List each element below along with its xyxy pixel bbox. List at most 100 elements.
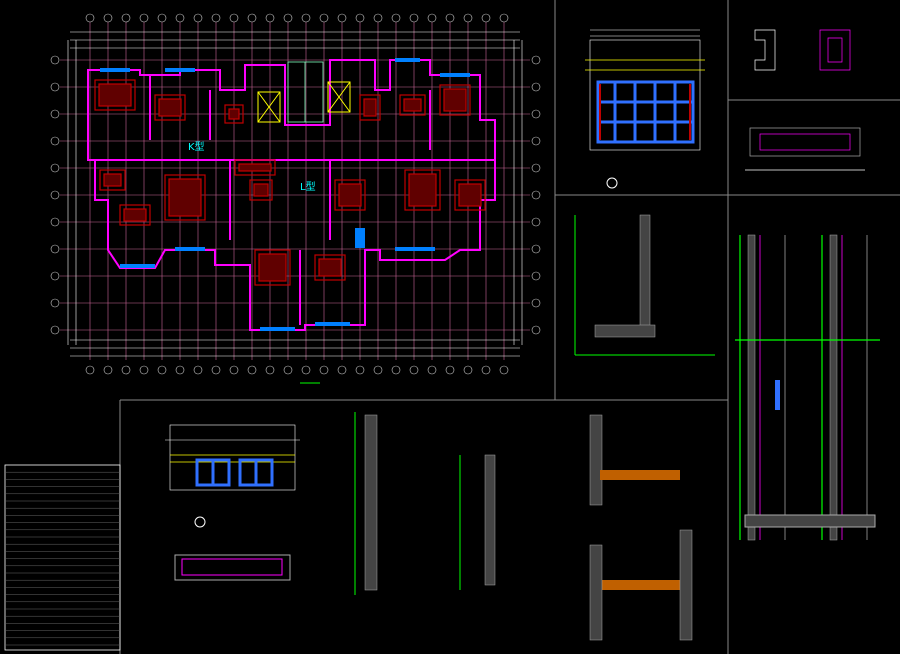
wall-sections[interactable] — [354, 214, 880, 641]
axis-bubble — [50, 244, 60, 254]
axis-bubble — [50, 163, 60, 173]
wall-hatch — [484, 454, 496, 586]
axis-bubble — [481, 13, 491, 23]
legend-table — [4, 464, 121, 651]
furniture-block — [98, 83, 132, 107]
axis-bubble — [463, 13, 473, 23]
furniture-block — [443, 88, 467, 112]
axis-bubble — [373, 13, 383, 23]
axis-bubble — [103, 365, 113, 375]
axis-bubble — [319, 365, 329, 375]
axis-bubble — [211, 365, 221, 375]
furniture-block — [154, 94, 186, 121]
axis-bubble — [319, 13, 329, 23]
axis-bubble — [531, 163, 541, 173]
axis-bubble — [50, 109, 60, 119]
axis-bubble — [50, 136, 60, 146]
windows — [100, 58, 470, 331]
axis-bubble — [427, 13, 437, 23]
axis-bubble — [211, 13, 221, 23]
furniture-block — [359, 94, 381, 121]
axis-bubble — [247, 365, 257, 375]
furniture-block — [224, 104, 244, 124]
axis-bubble — [355, 365, 365, 375]
axis-bubble — [157, 365, 167, 375]
plan-axis-grid — [50, 13, 541, 375]
furniture-block — [238, 163, 272, 172]
axis-bubble — [409, 365, 419, 375]
axis-bubble — [531, 136, 541, 146]
sheet-frame — [119, 0, 900, 654]
furniture-block — [119, 204, 151, 226]
elevation-detail-2[interactable] — [165, 424, 300, 581]
unit-label-l: L型 — [300, 180, 316, 193]
furniture-block — [404, 169, 441, 211]
furniture-block — [318, 258, 342, 277]
axis-bubble — [175, 13, 185, 23]
axis-bubble — [531, 217, 541, 227]
stair — [287, 61, 324, 123]
axis-bubble — [499, 365, 509, 375]
axis-bubble — [445, 365, 455, 375]
floor-plan[interactable]: K型 L型 — [50, 13, 541, 384]
furniture-block — [363, 98, 377, 117]
axis-bubble — [103, 13, 113, 23]
axis-bubble — [50, 190, 60, 200]
axis-bubble — [193, 365, 203, 375]
slab-hatch — [744, 514, 876, 528]
furniture-block — [164, 174, 206, 221]
furniture-block — [103, 173, 122, 187]
axis-bubble — [157, 13, 167, 23]
axis-bubble — [531, 244, 541, 254]
furniture-block — [454, 179, 486, 211]
axis-bubble — [409, 13, 419, 23]
furniture-block — [458, 183, 482, 207]
furniture-block — [399, 94, 426, 116]
unit-label-k: K型 — [188, 140, 205, 153]
axis-bubble — [301, 13, 311, 23]
furniture-block — [168, 178, 202, 217]
axis-bubble — [265, 365, 275, 375]
wall-hatch — [679, 529, 693, 641]
axis-bubble — [229, 13, 239, 23]
axis-bubble — [247, 13, 257, 23]
axis-bubble — [193, 13, 203, 23]
furniture-block — [439, 84, 471, 116]
axis-bubble — [337, 365, 347, 375]
furniture-block — [334, 179, 366, 211]
furniture-block — [253, 183, 269, 197]
wall-hatch — [364, 414, 378, 591]
axis-bubble — [50, 271, 60, 281]
detail-plans-top-right[interactable] — [745, 29, 865, 171]
axis-bubble — [531, 55, 541, 65]
furniture-block — [314, 254, 346, 281]
furniture-block — [228, 108, 240, 120]
axis-bubble — [531, 298, 541, 308]
axis-bubble — [481, 365, 491, 375]
axis-bubble — [283, 365, 293, 375]
slab-section — [600, 580, 680, 590]
axis-bubble — [391, 365, 401, 375]
slab-hatch — [594, 324, 656, 338]
furniture-block — [338, 183, 362, 207]
axis-bubble — [531, 190, 541, 200]
axis-bubble — [427, 365, 437, 375]
axis-bubble — [283, 13, 293, 23]
window-section — [775, 380, 780, 410]
axis-bubble — [139, 13, 149, 23]
wall-hatch — [589, 414, 603, 506]
wall-hatch — [589, 544, 603, 641]
furniture-block — [158, 98, 182, 117]
axis-bubble — [445, 13, 455, 23]
elevation-detail-1[interactable] — [585, 29, 705, 189]
axis-bubble — [85, 365, 95, 375]
furniture-block — [234, 159, 276, 176]
wall-hatch — [639, 214, 651, 336]
furniture-block — [99, 169, 126, 191]
axis-bubble — [50, 82, 60, 92]
axis-bubble — [175, 365, 185, 375]
wall-hatch — [829, 234, 838, 541]
axis-bubble — [531, 109, 541, 119]
axis-bubble — [301, 365, 311, 375]
